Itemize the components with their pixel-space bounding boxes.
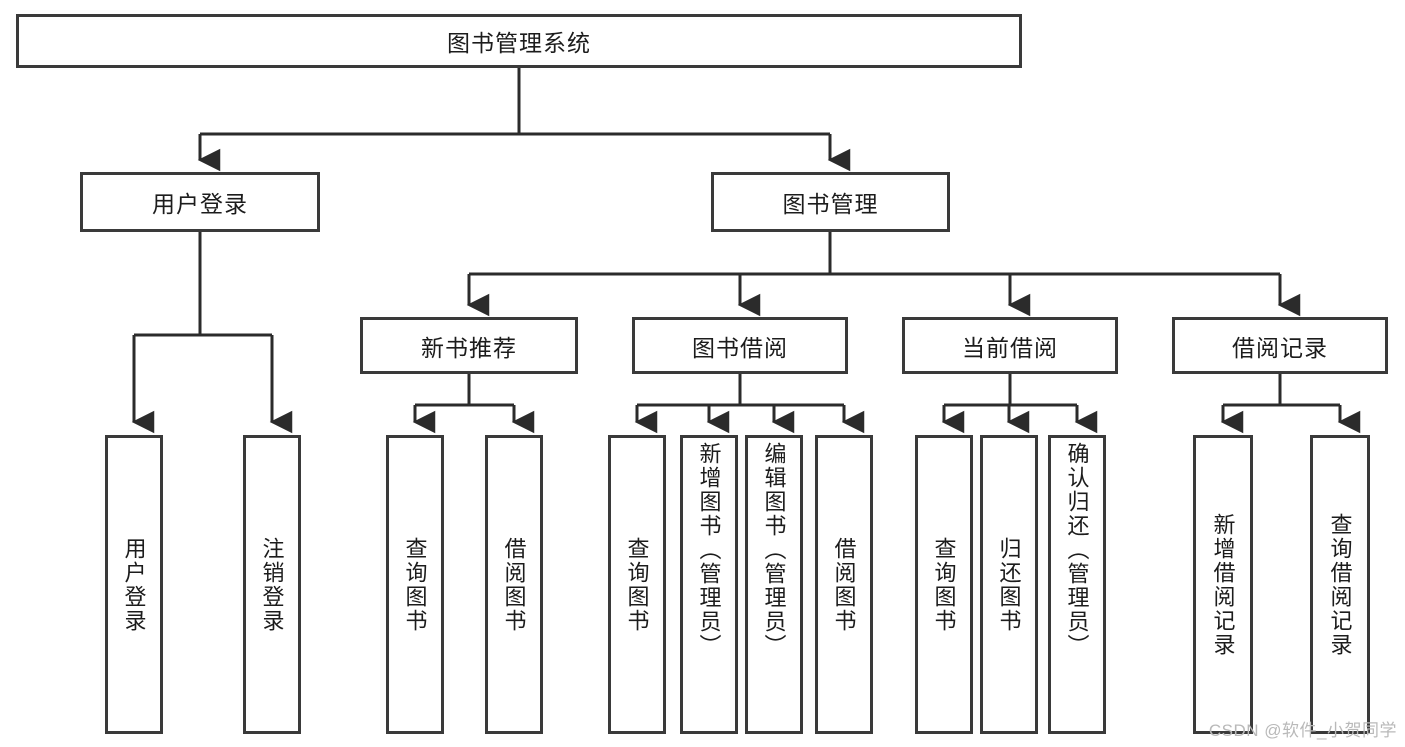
node-label: 查询图书 [624, 536, 650, 633]
node-label: 编辑图书（管理员） [761, 442, 787, 658]
node-book-borrow[interactable]: 图书借阅 [632, 317, 848, 374]
node-label: 查询图书 [402, 536, 428, 633]
leaf-query-borrow-record[interactable]: 查询借阅记录 [1310, 435, 1370, 734]
leaf-query-book-current[interactable]: 查询图书 [915, 435, 973, 734]
watermark-text: CSDN @软件_小贺同学 [1208, 721, 1397, 740]
node-label: 图书管理 [782, 191, 879, 217]
leaf-confirm-return-admin[interactable]: 确认归还（管理员） [1048, 435, 1106, 734]
node-label: 注销登录 [259, 536, 285, 633]
node-root-system[interactable]: 图书管理系统 [16, 14, 1022, 68]
leaf-user-login[interactable]: 用户登录 [105, 435, 163, 734]
node-label: 新书推荐 [421, 334, 517, 361]
node-book-management[interactable]: 图书管理 [711, 172, 950, 232]
node-label: 查询图书 [931, 536, 957, 633]
node-new-book-recommend[interactable]: 新书推荐 [360, 317, 578, 374]
leaf-borrow-book[interactable]: 借阅图书 [815, 435, 873, 734]
node-label: 用户登录 [152, 191, 248, 217]
node-label: 图书借阅 [692, 334, 788, 361]
node-label: 新增图书（管理员） [696, 442, 722, 658]
node-label: 新增借阅记录 [1210, 512, 1236, 657]
node-label: 当前借阅 [962, 334, 1058, 361]
leaf-add-book-admin[interactable]: 新增图书（管理员） [680, 435, 738, 734]
leaf-query-book-borrow[interactable]: 查询图书 [608, 435, 666, 734]
node-label: 查询借阅记录 [1327, 512, 1353, 657]
leaf-edit-book-admin[interactable]: 编辑图书（管理员） [745, 435, 803, 734]
node-label: 确认归还（管理员） [1064, 442, 1090, 658]
leaf-logout-login[interactable]: 注销登录 [243, 435, 301, 734]
node-user-login[interactable]: 用户登录 [80, 172, 320, 232]
node-label: 图书管理系统 [447, 30, 591, 56]
node-label: 借阅图书 [501, 536, 527, 633]
node-label: 借阅记录 [1232, 334, 1328, 361]
node-current-borrow[interactable]: 当前借阅 [902, 317, 1118, 374]
leaf-add-borrow-record[interactable]: 新增借阅记录 [1193, 435, 1253, 734]
node-label: 用户登录 [121, 536, 147, 633]
node-label: 借阅图书 [831, 536, 857, 633]
leaf-borrow-book-recommend[interactable]: 借阅图书 [485, 435, 543, 734]
node-borrow-record[interactable]: 借阅记录 [1172, 317, 1388, 374]
leaf-return-book[interactable]: 归还图书 [980, 435, 1038, 734]
node-label: 归还图书 [996, 536, 1022, 633]
leaf-query-book-recommend[interactable]: 查询图书 [386, 435, 444, 734]
